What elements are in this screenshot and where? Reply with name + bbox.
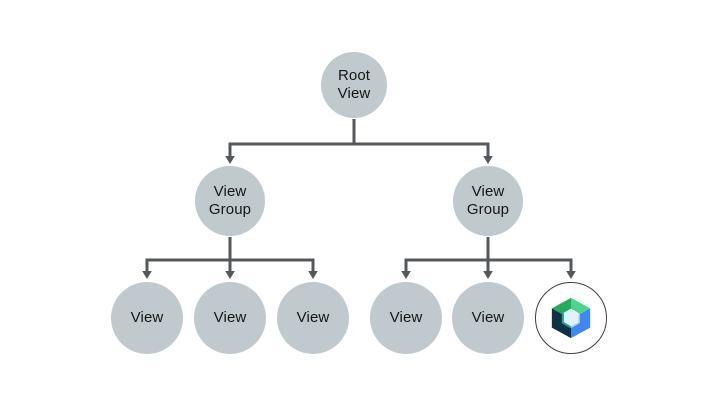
node-view-left-3: View xyxy=(277,282,349,354)
node-label: Root xyxy=(337,66,371,84)
arrowheads xyxy=(142,156,576,279)
node-label: View xyxy=(130,308,164,326)
node-label: View xyxy=(471,308,505,326)
edge-root-branch xyxy=(228,142,490,157)
node-label: View xyxy=(296,308,330,326)
node-label: View xyxy=(471,182,505,200)
node-label: View xyxy=(213,308,247,326)
node-label: View xyxy=(389,308,423,326)
node-view-group-right: View Group xyxy=(453,166,523,236)
node-view-right-2: View xyxy=(452,282,524,354)
node-view-group-left: View Group xyxy=(195,166,265,236)
node-label: Group xyxy=(466,201,510,218)
node-view-right-1: View xyxy=(370,282,442,354)
node-view-left-1: View xyxy=(111,282,183,354)
node-compose-leaf xyxy=(535,282,607,354)
node-label: Group xyxy=(208,201,252,218)
node-label: View xyxy=(337,85,371,102)
node-label: View xyxy=(213,182,247,200)
node-view-left-2: View xyxy=(194,282,266,354)
jetpack-compose-icon xyxy=(551,297,591,339)
node-root-view: Root View xyxy=(321,52,387,118)
